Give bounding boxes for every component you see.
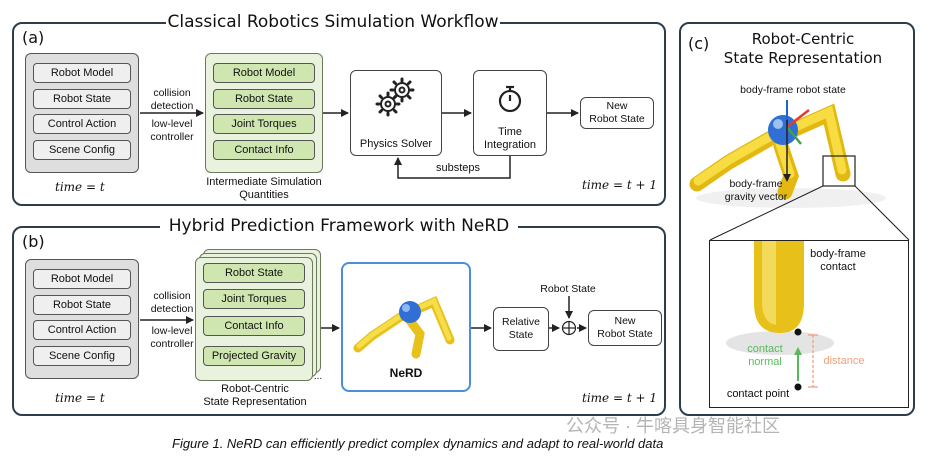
time-start-a: time = t	[55, 180, 105, 194]
intermediate-item-joint-torques: Joint Torques	[213, 114, 315, 134]
robot-centric-item-contact-info: Contact Info	[203, 316, 305, 336]
time-end-b: time = t + 1	[582, 391, 657, 405]
input-item-a-robot-state: Robot State	[33, 89, 131, 109]
robot-centric-caption: Robot-Centric State Representation	[203, 383, 307, 408]
panel-b-letter: (b)	[22, 232, 45, 251]
distance-label: distance	[823, 355, 865, 367]
robot-state-input-label: Robot State	[540, 283, 596, 295]
quadruped-robot-illustration	[689, 100, 886, 208]
input-item-a-scene-config: Scene Config	[33, 140, 131, 160]
robot-centric-item-projected-gravity: Projected Gravity	[203, 346, 305, 366]
input-item-a-robot-model: Robot Model	[33, 63, 131, 83]
input-item-b-scene-config: Scene Config	[33, 346, 131, 366]
watermark: 公众号 · 牛喀具身智能社区	[566, 416, 780, 436]
label-b-collision-detection: collision detection	[150, 290, 194, 315]
figure-caption: Figure 1. NeRD can efficiently predict c…	[172, 436, 664, 451]
panel-c-letter: (c)	[688, 34, 710, 53]
new-robot-state-label-b: New Robot State	[597, 315, 653, 340]
intermediate-caption: Intermediate Simulation Quantities	[206, 176, 322, 201]
gears-icon	[375, 77, 415, 117]
foot-contact-illustration	[726, 241, 834, 391]
panel-b	[12, 226, 666, 416]
intermediate-item-robot-model: Robot Model	[213, 63, 315, 83]
relative-state-label: Relative State	[502, 316, 540, 341]
time-start-b: time = t	[55, 391, 105, 405]
relative-state-box	[493, 307, 549, 351]
time-integration-box	[473, 70, 547, 156]
nerd-robot-icon	[353, 296, 455, 359]
panel-a-letter: (a)	[22, 28, 45, 47]
time-end-a: time = t + 1	[582, 178, 657, 192]
robot-centric-ellipsis: ...	[313, 371, 323, 382]
nerd-label: NeRD	[389, 366, 423, 380]
intermediate-item-contact-info: Contact Info	[213, 140, 315, 160]
input-item-b-control-action: Control Action	[33, 320, 131, 340]
input-item-b-robot-state: Robot State	[33, 295, 131, 315]
contact-normal-label: contact normal	[747, 343, 783, 368]
input-item-a-control-action: Control Action	[33, 114, 131, 134]
new-robot-state-box-b	[588, 310, 662, 346]
label-a-low-level-controller: low-level controller	[150, 118, 194, 143]
input-item-b-robot-model: Robot Model	[33, 269, 131, 289]
new-robot-state-box-a	[580, 97, 654, 129]
body-frame-contact-label: body-frame contact	[810, 248, 866, 273]
panel-a-title: Classical Robotics Simulation Workflow	[166, 11, 500, 33]
panel-c-title: Robot-Centric State Representation	[723, 30, 883, 67]
time-integration-label: Time Integration	[484, 126, 536, 151]
panel-b-title: Hybrid Prediction Framework with NeRD	[160, 215, 518, 237]
contact-point-label: contact point	[726, 388, 790, 400]
body-frame-gravity-label: body-frame gravity vector	[724, 178, 788, 203]
physics-solver-label: Physics Solver	[359, 138, 433, 150]
label-a-collision-detection: collision detection	[150, 87, 194, 112]
new-robot-state-label-a: New Robot State	[589, 100, 645, 125]
robot-centric-item-robot-state: Robot State	[203, 263, 305, 283]
label-b-low-level-controller: low-level controller	[150, 325, 194, 350]
robot-centric-item-joint-torques: Joint Torques	[203, 289, 305, 309]
stopwatch-icon	[498, 85, 522, 113]
intermediate-item-robot-state: Robot State	[213, 89, 315, 109]
sum-node	[561, 320, 577, 336]
contact-zoom-box	[709, 240, 909, 408]
substeps-label: substeps	[435, 162, 481, 174]
body-frame-robot-state-label: body-frame robot state	[740, 84, 846, 96]
